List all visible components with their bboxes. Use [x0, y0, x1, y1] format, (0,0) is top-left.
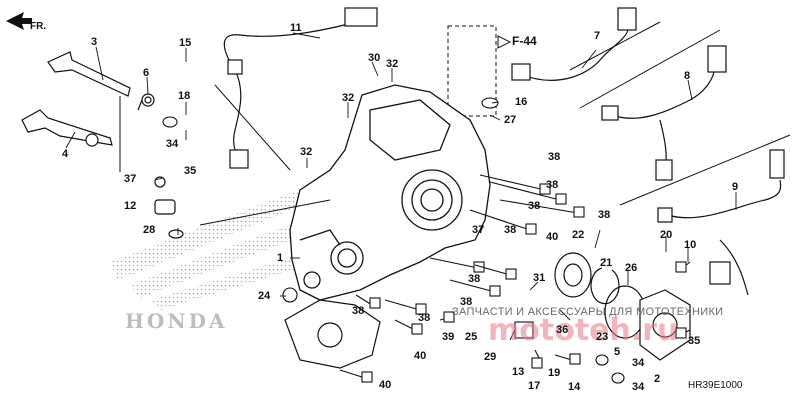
callout-1: 1 [277, 252, 284, 264]
callout-30: 30 [368, 52, 381, 64]
sensor-assembly [154, 176, 184, 239]
callout-7: 7 [594, 30, 601, 42]
callout-16: 16 [515, 96, 528, 108]
callout-34c: 34 [632, 381, 645, 393]
callout-37b: 38 [504, 224, 517, 236]
lower-case-section [284, 299, 381, 369]
callout-21: 21 [600, 257, 613, 269]
rear-crankcase-cover [289, 84, 491, 301]
front-direction-label: FR. [30, 21, 47, 32]
callout-23: 23 [596, 331, 609, 343]
callout-38c: 38 [528, 200, 541, 212]
callout-20: 20 [660, 229, 673, 241]
callout-27: 27 [504, 114, 517, 126]
callout-5: 5 [614, 346, 621, 358]
sensor-harness-9 [657, 149, 785, 296]
callout-24: 24 [258, 290, 271, 302]
leader-lines [65, 32, 737, 341]
callout-3: 3 [91, 36, 98, 48]
callout-9: 9 [732, 181, 739, 193]
bearing-and-seals [554, 252, 691, 361]
callout-15: 15 [179, 37, 192, 49]
callout-38f: 38 [460, 296, 473, 308]
honda-wing-watermark [110, 190, 305, 310]
diagram-code: HR39E1000 [688, 380, 743, 391]
front-direction-arrow [6, 12, 32, 30]
callout-36: 37 [124, 173, 137, 185]
callout-14: 14 [568, 381, 581, 393]
callout-38e: 38 [468, 273, 481, 285]
gearshift-spindle [21, 51, 131, 147]
callout-37a: 37 [472, 224, 485, 236]
callout-31: 31 [533, 272, 546, 284]
callout-32c: 32 [300, 146, 313, 158]
callout-26: 26 [625, 262, 638, 274]
callout-38d: 38 [598, 209, 611, 221]
callout-18: 18 [178, 90, 191, 102]
sensor-harness-8 [601, 45, 727, 181]
reference-arrow [497, 35, 512, 49]
grouping-lines [119, 21, 791, 226]
callout-33: 34 [166, 138, 179, 150]
callout-40a: 40 [546, 231, 559, 243]
callout-32a: 32 [386, 58, 399, 70]
callout-32b: 32 [342, 92, 355, 104]
callout-38a: 38 [548, 151, 561, 163]
reference-box [447, 25, 497, 117]
callout-25: 25 [465, 331, 478, 343]
callout-19: 19 [548, 367, 561, 379]
callout-10: 10 [684, 239, 697, 251]
bolts [162, 97, 691, 384]
callout-38g: 38 [352, 305, 365, 317]
return-spring [137, 93, 155, 111]
wire-harness [223, 7, 378, 169]
callout-13: 13 [512, 366, 525, 378]
callout-12: 12 [124, 200, 137, 212]
honda-watermark: HONDA [125, 309, 228, 333]
callout-38i: 39 [442, 331, 455, 343]
callout-29: 29 [484, 351, 497, 363]
callout-22: 22 [572, 229, 585, 241]
callout-17: 17 [528, 380, 541, 392]
reference-label: F-44 [512, 34, 537, 48]
callout-39: 40 [379, 379, 392, 391]
callout-40c: 40 [414, 350, 427, 362]
watermark-site: mototeh.ru [488, 313, 679, 348]
callout-34b: 35 [688, 335, 701, 347]
callout-34a: 34 [632, 357, 645, 369]
callout-35b: 36 [556, 324, 569, 336]
callout-2: 2 [654, 373, 661, 385]
callout-28: 28 [143, 224, 156, 236]
callout-6: 6 [143, 67, 150, 79]
callout-8: 8 [684, 70, 691, 82]
callout-35a: 35 [184, 165, 197, 177]
callout-11: 11 [290, 22, 302, 34]
callout-38b: 38 [546, 179, 559, 191]
callout-38h: 38 [418, 312, 431, 324]
sensor-harness-7 [511, 7, 637, 81]
callout-4: 4 [62, 148, 69, 160]
watermark-caption: ЗАПЧАСТИ И АКСЕССУАРЫ ДЛЯ МОТОТЕХНИКИ [452, 306, 724, 318]
